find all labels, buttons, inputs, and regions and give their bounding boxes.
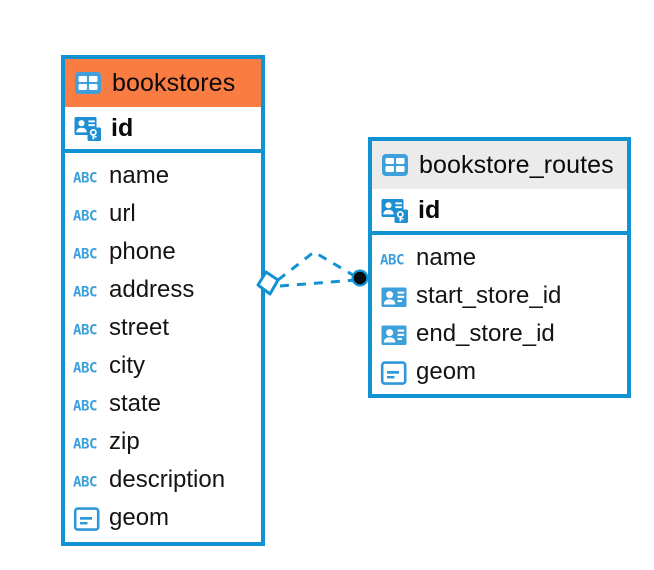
column-row[interactable]: ABC description [65,462,261,500]
column-row[interactable]: start_store_id [372,278,627,316]
column-label: phone [109,237,176,265]
svg-text:ABC: ABC [73,247,97,263]
geometry-type-icon [73,505,101,533]
svg-text:ABC: ABC [73,399,97,415]
text-type-icon: ABC [73,433,101,453]
column-row[interactable]: ABC city [65,348,261,386]
table-icon [380,150,410,180]
column-label: name [109,161,170,189]
entity-title: bookstores [112,68,236,97]
text-type-icon: ABC [73,357,101,377]
column-label: name [416,243,477,271]
entity-title: bookstore_routes [419,150,614,179]
primary-key-icon [73,113,103,143]
relationship-line-lower [279,278,357,288]
text-type-icon: ABC [73,167,101,187]
column-row[interactable]: ABC phone [65,234,261,272]
column-row[interactable]: ABC name [372,240,627,278]
column-row[interactable]: ABC address [65,272,261,310]
column-label: geom [109,503,170,531]
column-row[interactable]: ABC url [65,196,261,234]
column-label: state [109,389,162,417]
column-label: zip [109,427,140,455]
geometry-type-icon [380,359,408,387]
entity-header-bookstores[interactable]: bookstores [65,59,261,107]
svg-text:ABC: ABC [73,361,97,377]
column-label: description [109,465,226,493]
svg-text:ABC: ABC [73,323,97,339]
entity-table-bookstores[interactable]: bookstores id [61,55,265,546]
text-type-icon: ABC [73,243,101,263]
column-row[interactable]: ABC street [65,310,261,348]
column-row[interactable]: geom [65,500,261,538]
primary-key-row-bookstores[interactable]: id [65,107,261,153]
column-label: address [109,275,195,303]
column-list-bookstores: ABC name ABC url ABC p [65,153,261,544]
column-row[interactable]: geom [372,354,627,392]
foreign-key-icon [380,321,408,349]
table-icon [73,68,103,98]
relationship-line-upper [277,250,359,282]
column-label: geom [416,357,477,385]
text-type-icon: ABC [380,249,408,269]
column-row[interactable]: ABC zip [65,424,261,462]
column-label: street [109,313,170,341]
entity-header-bookstore-routes[interactable]: bookstore_routes [372,141,627,189]
text-type-icon: ABC [73,205,101,225]
column-row[interactable]: ABC name [65,158,261,196]
svg-text:ABC: ABC [73,475,97,491]
column-label: end_store_id [416,319,555,347]
svg-text:ABC: ABC [73,209,97,225]
column-row[interactable]: end_store_id [372,316,627,354]
svg-text:ABC: ABC [73,437,97,453]
svg-text:ABC: ABC [73,171,97,187]
column-label: city [109,351,145,379]
column-row[interactable]: ABC state [65,386,261,424]
primary-key-label: id [418,195,441,224]
column-label: start_store_id [416,281,562,309]
text-type-icon: ABC [73,319,101,339]
primary-key-row-bookstore-routes[interactable]: id [372,189,627,235]
relationship-connector[interactable] [252,236,378,310]
foreign-key-icon [380,283,408,311]
primary-key-icon [380,195,410,225]
text-type-icon: ABC [73,281,101,301]
primary-key-label: id [111,113,134,142]
svg-text:ABC: ABC [73,285,97,301]
text-type-icon: ABC [73,395,101,415]
column-list-bookstore-routes: ABC name start_store_id [372,235,627,398]
filled-circle-marker [351,269,369,287]
svg-text:ABC: ABC [380,253,404,269]
text-type-icon: ABC [73,471,101,491]
column-label: url [109,199,136,227]
entity-table-bookstore-routes[interactable]: bookstore_routes id [368,137,631,398]
